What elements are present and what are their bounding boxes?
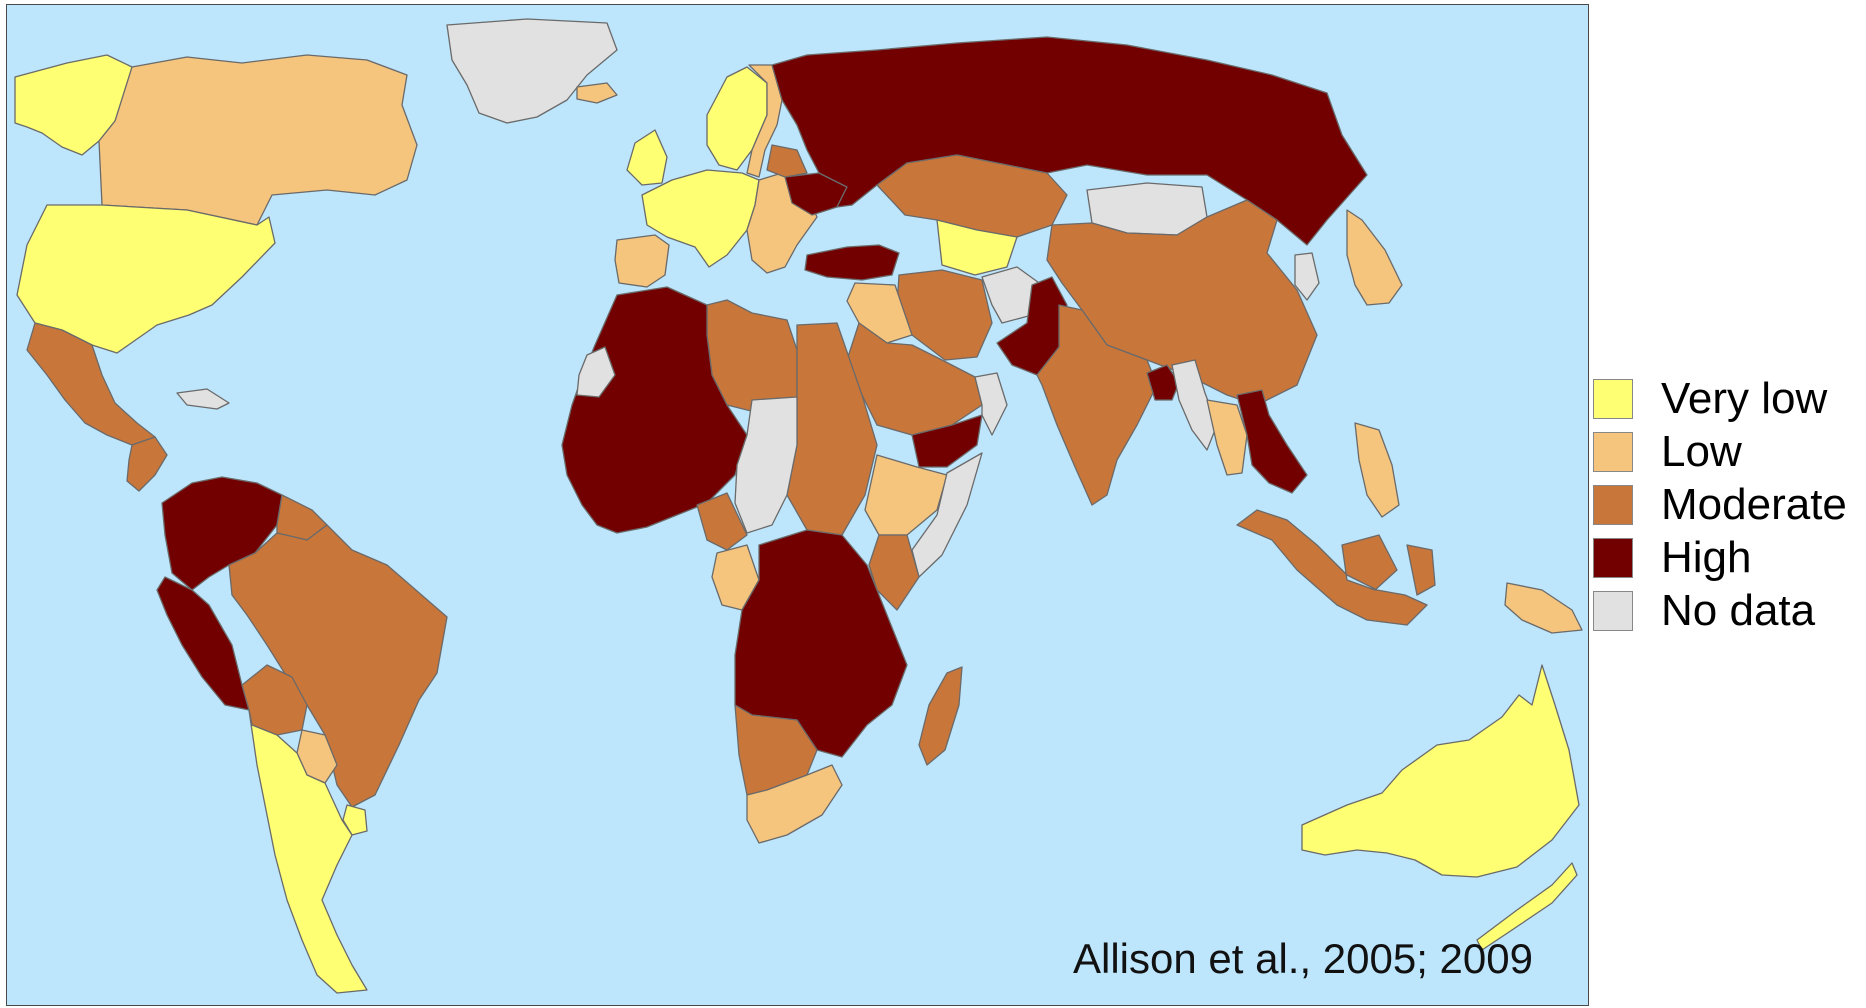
region-kenya [868,534,920,611]
region-bangladesh [1146,364,1180,401]
legend-item-low: Low [1593,425,1847,478]
region-vietnam-cambodia [1236,389,1308,494]
region-cuba [176,388,230,410]
region-indonesia [1236,509,1436,626]
world-map: Allison et al., 2005; 2009 [6,4,1589,1006]
region-iberia [614,234,670,288]
region-brazil [228,524,448,808]
legend-label: Very low [1661,373,1828,423]
region-central-america [126,436,168,492]
source-citation: Allison et al., 2005; 2009 [1073,935,1533,982]
region-western-sahara [576,346,616,398]
region-papua-new-guinea [1504,582,1583,634]
legend-item-moderate: Moderate [1593,478,1847,531]
region-madagascar [918,666,963,766]
region-turkey [804,244,900,281]
region-somalia [911,452,983,578]
region-russia [771,36,1368,246]
region-central-asia [936,219,1018,276]
region-cameroon [696,492,748,551]
map-canvas [7,5,1588,1005]
region-australia [1301,664,1580,878]
region-japan [1346,209,1403,306]
region-ethiopia [864,454,948,536]
region-iceland [576,82,618,104]
region-central-east-africa [734,529,908,758]
legend-item-no-data: No data [1593,584,1847,637]
region-myanmar [1171,359,1218,451]
region-west-africa [561,286,748,534]
region-peru-ecuador [156,576,250,711]
legend-item-very-low: Very low [1593,372,1847,425]
legend-item-high: High [1593,531,1847,584]
region-kazakhstan [876,154,1068,238]
legend-swatch [1593,378,1633,419]
legend-label: No data [1661,585,1816,635]
region-uruguay [342,804,368,836]
legend-swatch [1593,431,1633,472]
region-greenland [446,18,618,124]
region-usa [16,204,276,354]
region-india [1036,304,1158,506]
region-belarus [766,144,808,178]
region-thailand [1206,399,1248,476]
region-south-africa [746,764,843,844]
legend-swatch [1593,590,1633,631]
region-chad-car [734,396,798,534]
region-uk-ireland [626,129,668,186]
legend-swatch [1593,537,1633,578]
region-new-zealand [1476,862,1578,951]
legend-label: Moderate [1661,479,1847,529]
region-canada [98,54,418,226]
region-korea [1294,252,1320,301]
region-oman [974,372,1008,436]
legend-label: High [1661,532,1752,582]
region-argentina-chile [248,709,368,994]
legend-swatch [1593,484,1633,525]
region-philippines [1354,422,1400,518]
legend-label: Low [1661,426,1742,476]
